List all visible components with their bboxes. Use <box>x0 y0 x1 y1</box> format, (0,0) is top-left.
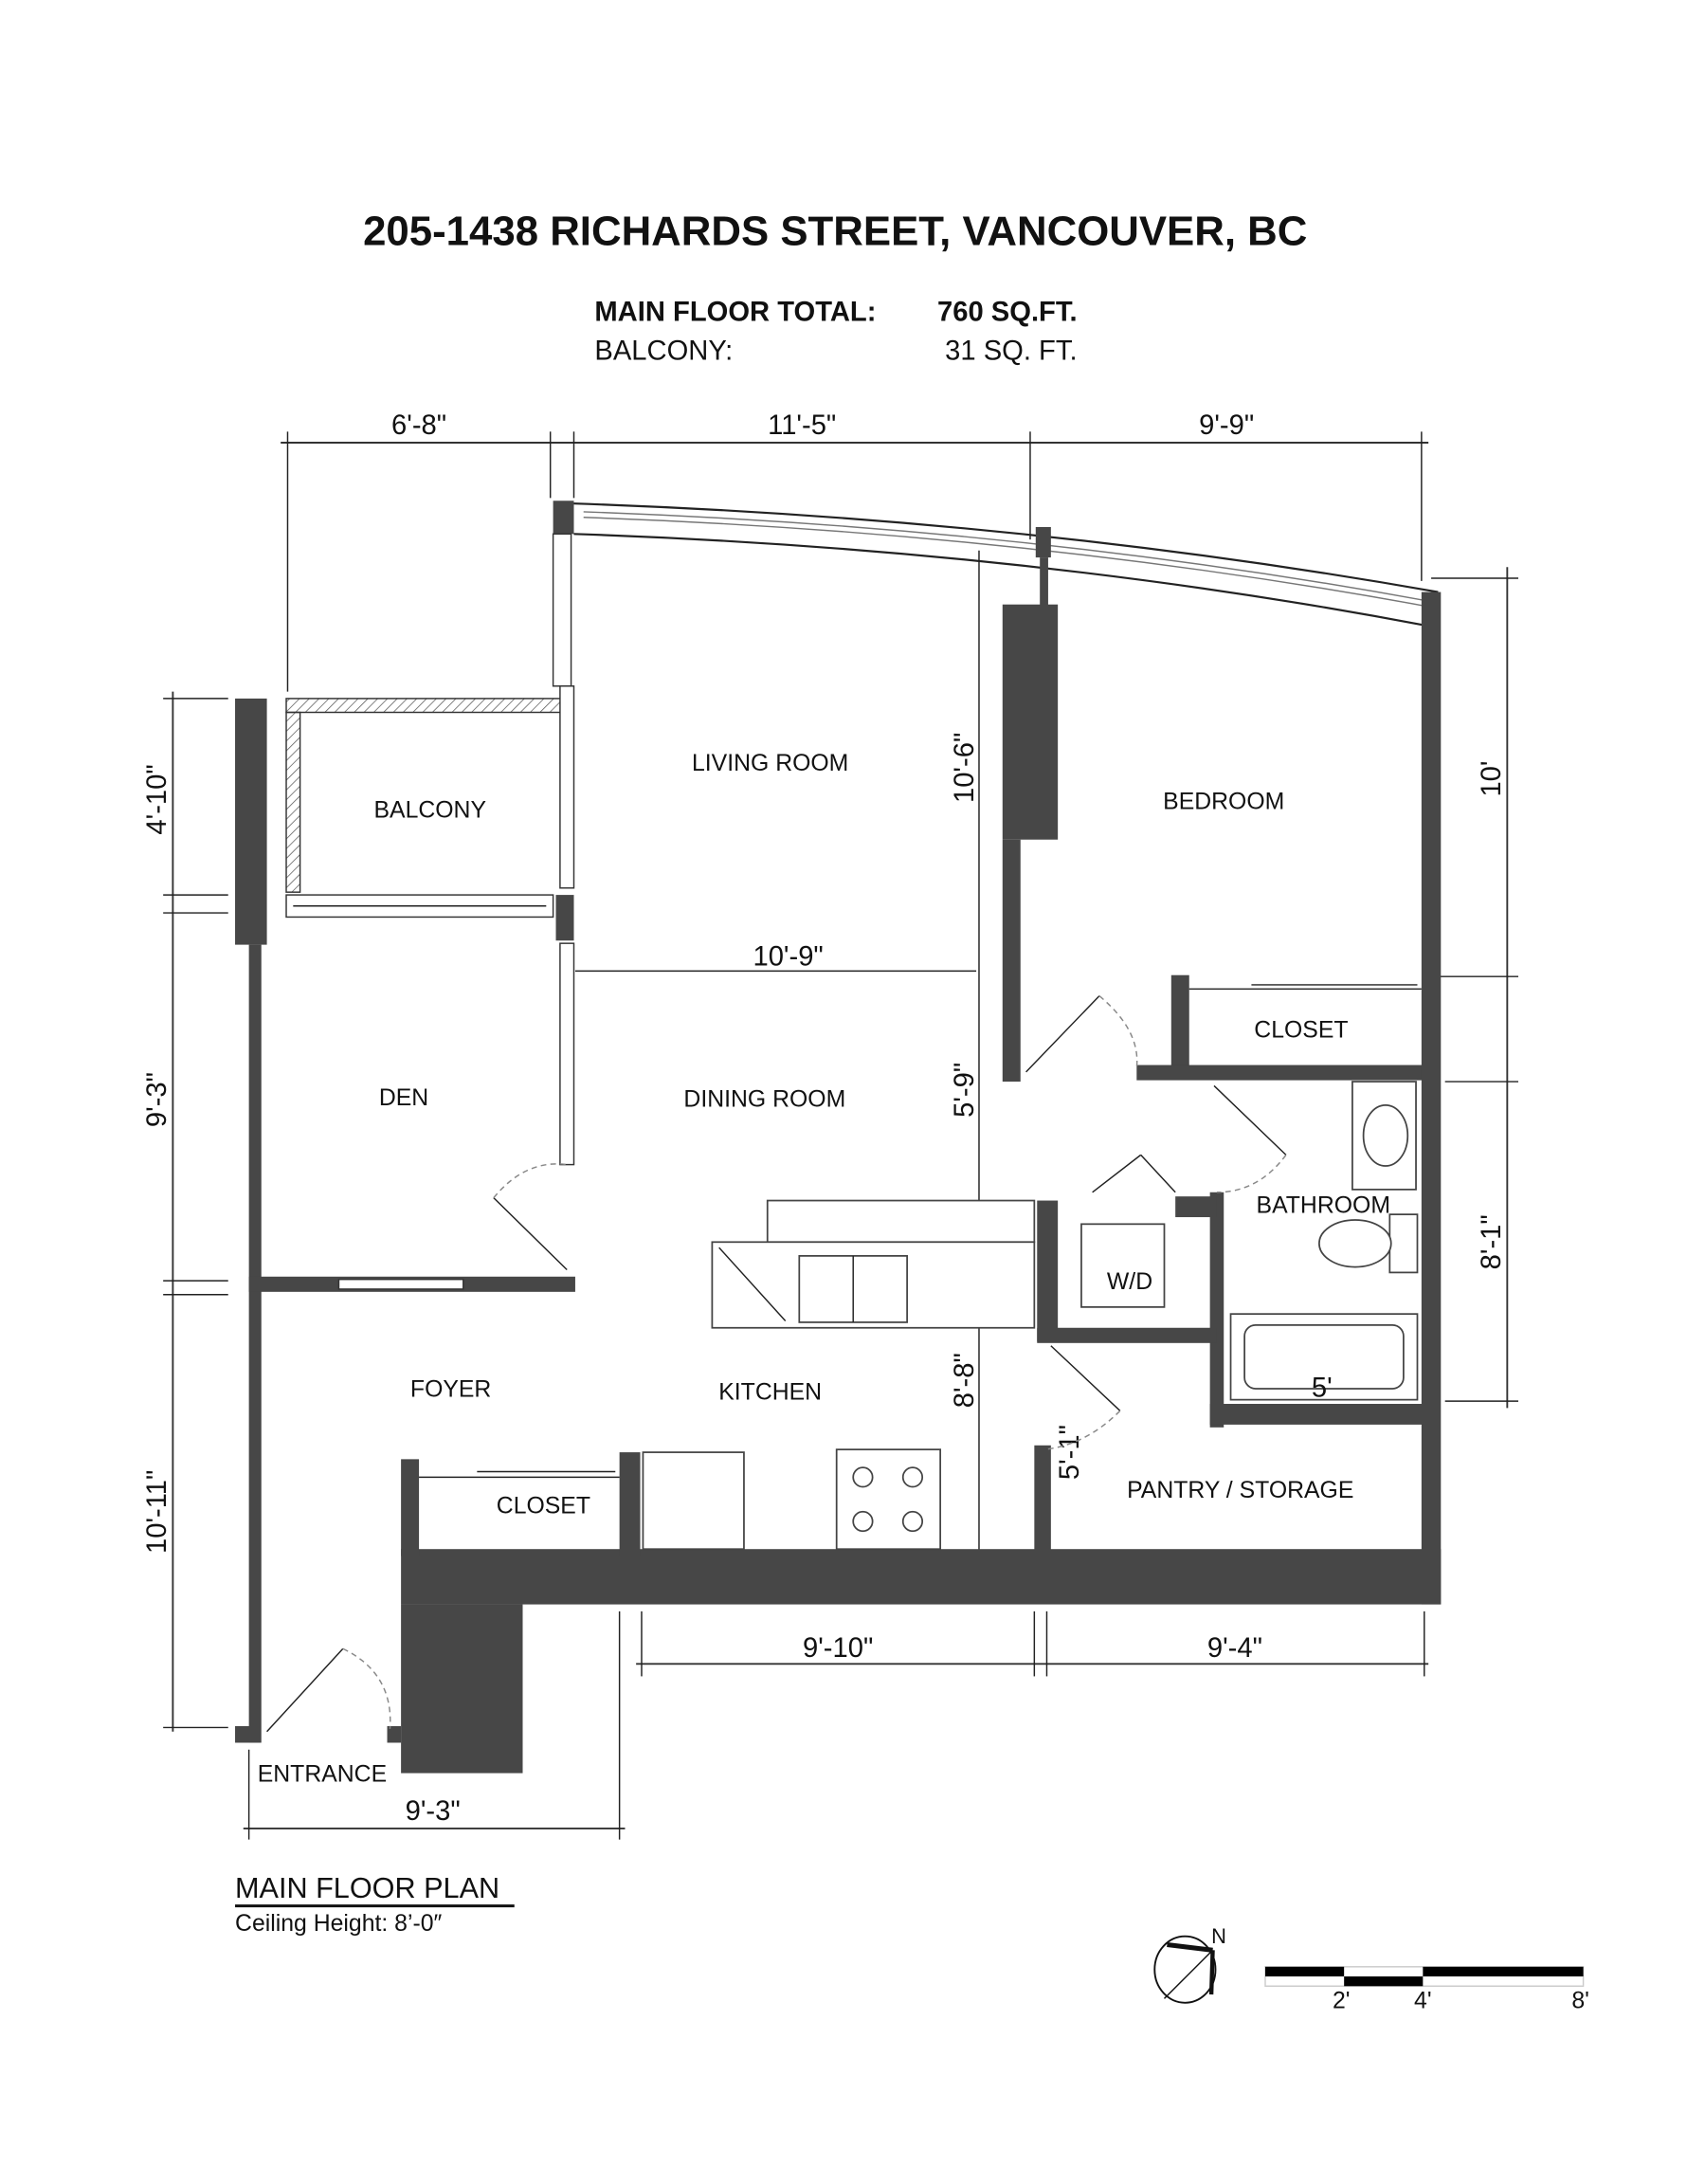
top-dimensions: 6'-8" 11'-5" 9'-9" <box>281 410 1429 692</box>
interior-dimensions: 10'-6" 10'-9" 5'-9" 8'-8" 5'-1" <box>574 550 1085 1560</box>
room-bathroom: BATHROOM <box>1257 1193 1390 1219</box>
balcony-area-value: 31 SQ. FT. <box>945 336 1077 366</box>
dim-bath-tub: 5' <box>1312 1374 1333 1404</box>
dim-bottom-kitchen: 9'-10" <box>803 1633 873 1664</box>
dim-living-height: 10'-6" <box>950 733 980 803</box>
room-closet-bedroom: CLOSET <box>1254 1017 1348 1043</box>
scale-bar: 2' 4' 8' <box>1264 1966 1589 2014</box>
bottom-dimensions: 9'-10" 9'-4" 9'-3" <box>243 1611 1429 1840</box>
plan-title: 205-1438 RICHARDS STREET, VANCOUVER, BC <box>363 208 1307 254</box>
north-arrow-icon: N <box>1153 1924 1226 2004</box>
dim-kitchen-height: 8'-8" <box>950 1353 980 1408</box>
curved-window <box>553 500 1439 627</box>
room-den: DEN <box>379 1085 428 1111</box>
north-label: N <box>1211 1924 1226 1948</box>
dim-dining-height: 5'-9" <box>950 1063 980 1118</box>
balcony-area-label: BALCONY: <box>594 336 733 366</box>
walls <box>235 533 1442 1774</box>
ceiling-height: Ceiling Height: 8’-0″ <box>235 1911 443 1937</box>
scale-tick-2: 2' <box>1333 1989 1351 2014</box>
dim-top-right: 9'-9" <box>1199 410 1254 441</box>
left-dimensions: 4'-10" 9'-3" 10'-11" <box>142 691 228 1732</box>
room-wd: W/D <box>1107 1269 1152 1295</box>
doors <box>266 995 1287 1733</box>
dim-dining-width: 10'-9" <box>753 942 823 973</box>
dim-top-left: 6'-8" <box>391 410 446 441</box>
fixtures <box>419 984 1419 1551</box>
right-dimensions: 10' 8'-1" <box>1431 567 1518 1409</box>
dim-right-bath: 8'-1" <box>1477 1214 1507 1269</box>
room-pantry: PANTRY / STORAGE <box>1127 1478 1353 1503</box>
room-entrance: ENTRANCE <box>258 1761 387 1787</box>
plan-label: MAIN FLOOR PLAN <box>235 1872 499 1904</box>
dim-left-foyer: 10'-11" <box>142 1470 172 1554</box>
dim-bottom-entrance: 9'-3" <box>406 1796 461 1827</box>
dim-pantry-height: 5'-1" <box>1055 1425 1085 1480</box>
main-floor-total-value: 760 SQ.FT. <box>937 298 1078 328</box>
room-bedroom: BEDROOM <box>1163 790 1284 815</box>
room-foyer: FOYER <box>410 1377 491 1403</box>
room-kitchen: KITCHEN <box>718 1380 822 1406</box>
scale-tick-8: 8' <box>1571 1989 1589 2014</box>
main-floor-total-label: MAIN FLOOR TOTAL: <box>594 298 876 328</box>
dim-right-bedroom: 10' <box>1477 761 1507 797</box>
dim-left-den: 9'-3" <box>142 1072 172 1127</box>
dim-bottom-pantry: 9'-4" <box>1207 1633 1262 1664</box>
room-dining: DINING ROOM <box>683 1086 845 1112</box>
dim-top-mid: 11'-5" <box>768 410 836 441</box>
room-living: LIVING ROOM <box>692 751 848 776</box>
room-balcony: BALCONY <box>373 797 486 823</box>
room-closet-foyer: CLOSET <box>497 1493 590 1519</box>
dim-left-balcony: 4'-10" <box>142 764 172 834</box>
scale-tick-4: 4' <box>1414 1989 1432 2014</box>
